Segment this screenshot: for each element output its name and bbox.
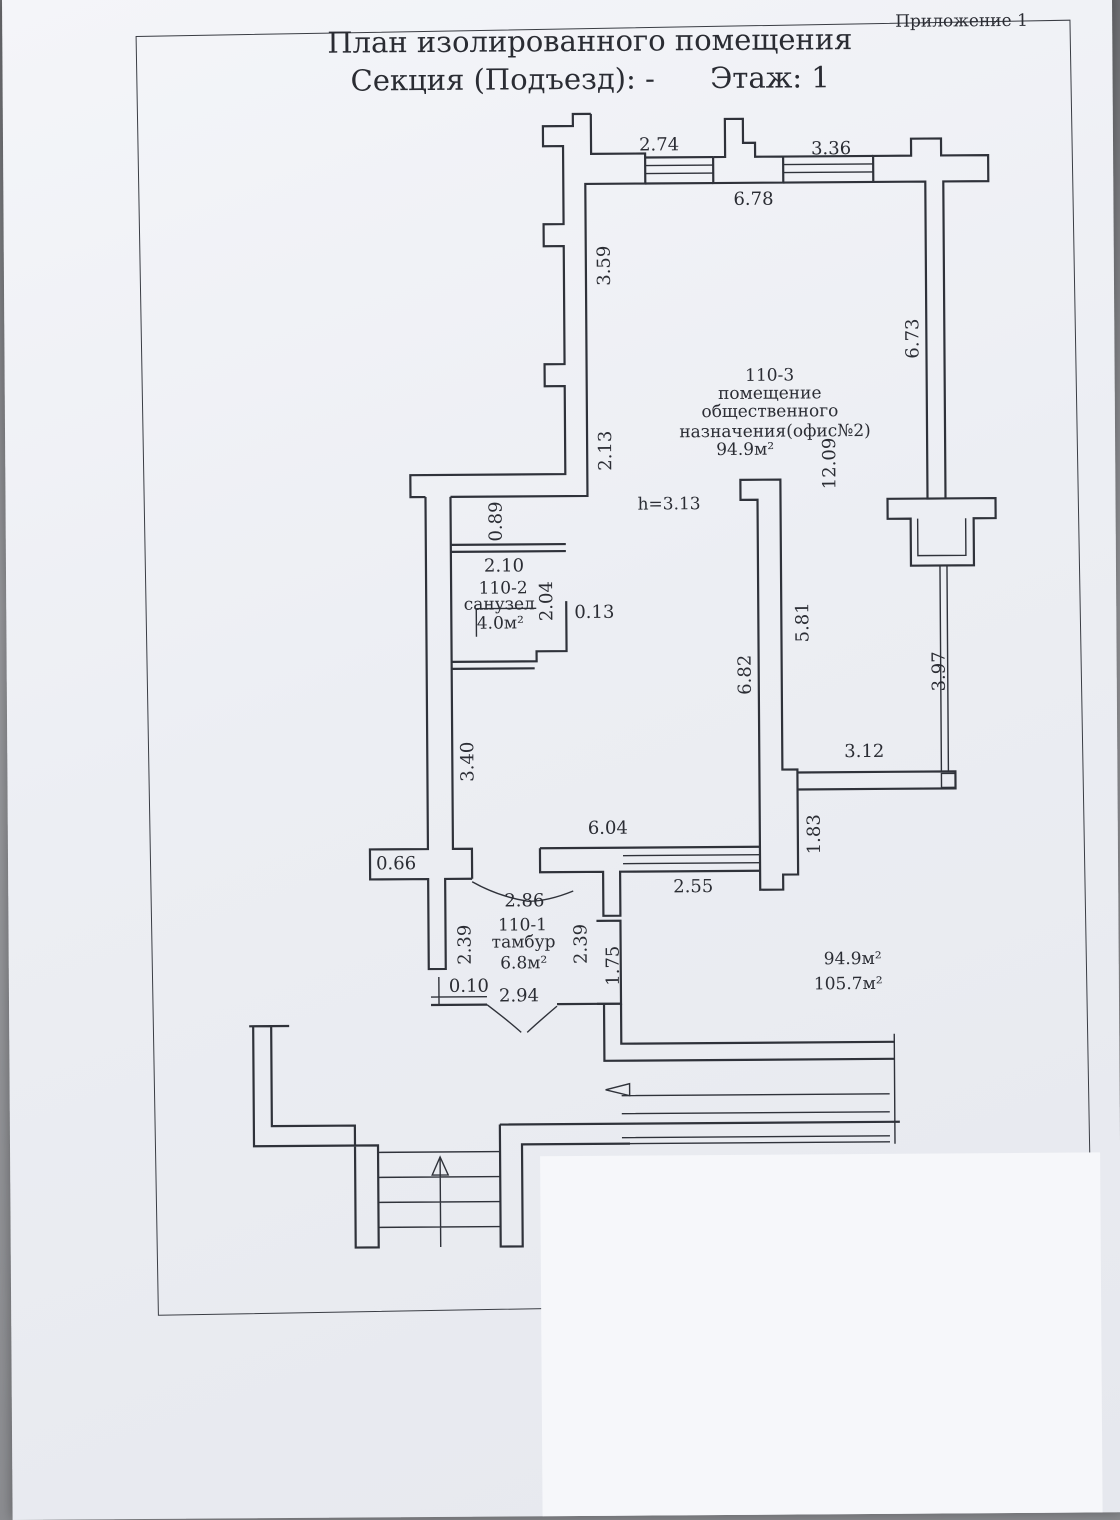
dim-2-86: 2.86	[504, 890, 544, 911]
dim-0-89: 0.89	[486, 501, 507, 541]
dim-0-66: 0.66	[376, 853, 416, 874]
dim-2-39-left: 2.39	[454, 925, 475, 965]
entrance-ramp	[249, 1003, 900, 1249]
dim-2-55: 2.55	[673, 876, 713, 897]
svg-text:94.9м²: 94.9м²	[716, 440, 774, 460]
room-label-110-3: 110-3 помещение общественного назначения…	[679, 365, 871, 460]
svg-text:6.8м²: 6.8м²	[500, 953, 547, 973]
area-total: 105.7м²	[814, 974, 883, 994]
room-label-110-2: 110-2 санузел 4.0м²	[464, 578, 535, 633]
dim-2-39-right: 2.39	[570, 924, 591, 964]
dim-2-13: 2.13	[595, 431, 616, 471]
dim-1-75: 1.75	[603, 946, 624, 986]
svg-text:санузел: санузел	[464, 594, 535, 614]
dim-2-10: 2.10	[484, 555, 524, 576]
dim-2-94: 2.94	[499, 985, 539, 1006]
dim-6-04: 6.04	[588, 818, 628, 839]
dim-6-78: 6.78	[733, 189, 773, 210]
dim-0-10: 0.10	[449, 976, 489, 997]
svg-text:общественного: общественного	[701, 401, 838, 422]
svg-text:110-1: 110-1	[498, 915, 547, 935]
dim-5-81: 5.81	[792, 602, 813, 642]
dim-12-09: 12.09	[819, 438, 840, 490]
svg-text:4.0м²: 4.0м²	[477, 613, 524, 633]
dim-3-36: 3.36	[811, 138, 851, 159]
ceiling-height-label: h=3.13	[637, 494, 700, 514]
dim-3-59: 3.59	[594, 246, 615, 286]
dim-3-97: 3.97	[929, 651, 950, 691]
office-walls	[409, 112, 997, 891]
svg-text:тамбур: тамбур	[492, 932, 556, 952]
dim-3-40: 3.40	[457, 742, 478, 782]
redacted-area	[540, 1152, 1103, 1517]
room-label-110-1: 110-1 тамбур 6.8м²	[492, 915, 556, 973]
svg-text:110-3: 110-3	[745, 365, 794, 385]
svg-text:помещение: помещение	[718, 383, 822, 404]
svg-text:110-2: 110-2	[479, 578, 528, 598]
dim-2-74: 2.74	[639, 134, 679, 155]
dim-3-12: 3.12	[844, 741, 884, 762]
dim-0-13: 0.13	[574, 602, 614, 623]
dim-6-73: 6.73	[902, 318, 923, 358]
dim-2-04: 2.04	[536, 581, 557, 621]
svg-text:назначения(офис№2): назначения(офис№2)	[679, 421, 871, 442]
area-totals: 94.9м² 105.7м²	[814, 949, 883, 994]
dim-1-83: 1.83	[804, 814, 825, 854]
corridor-walls	[368, 496, 761, 1033]
dim-6-82: 6.82	[735, 655, 756, 695]
area-main: 94.9м²	[824, 949, 882, 969]
